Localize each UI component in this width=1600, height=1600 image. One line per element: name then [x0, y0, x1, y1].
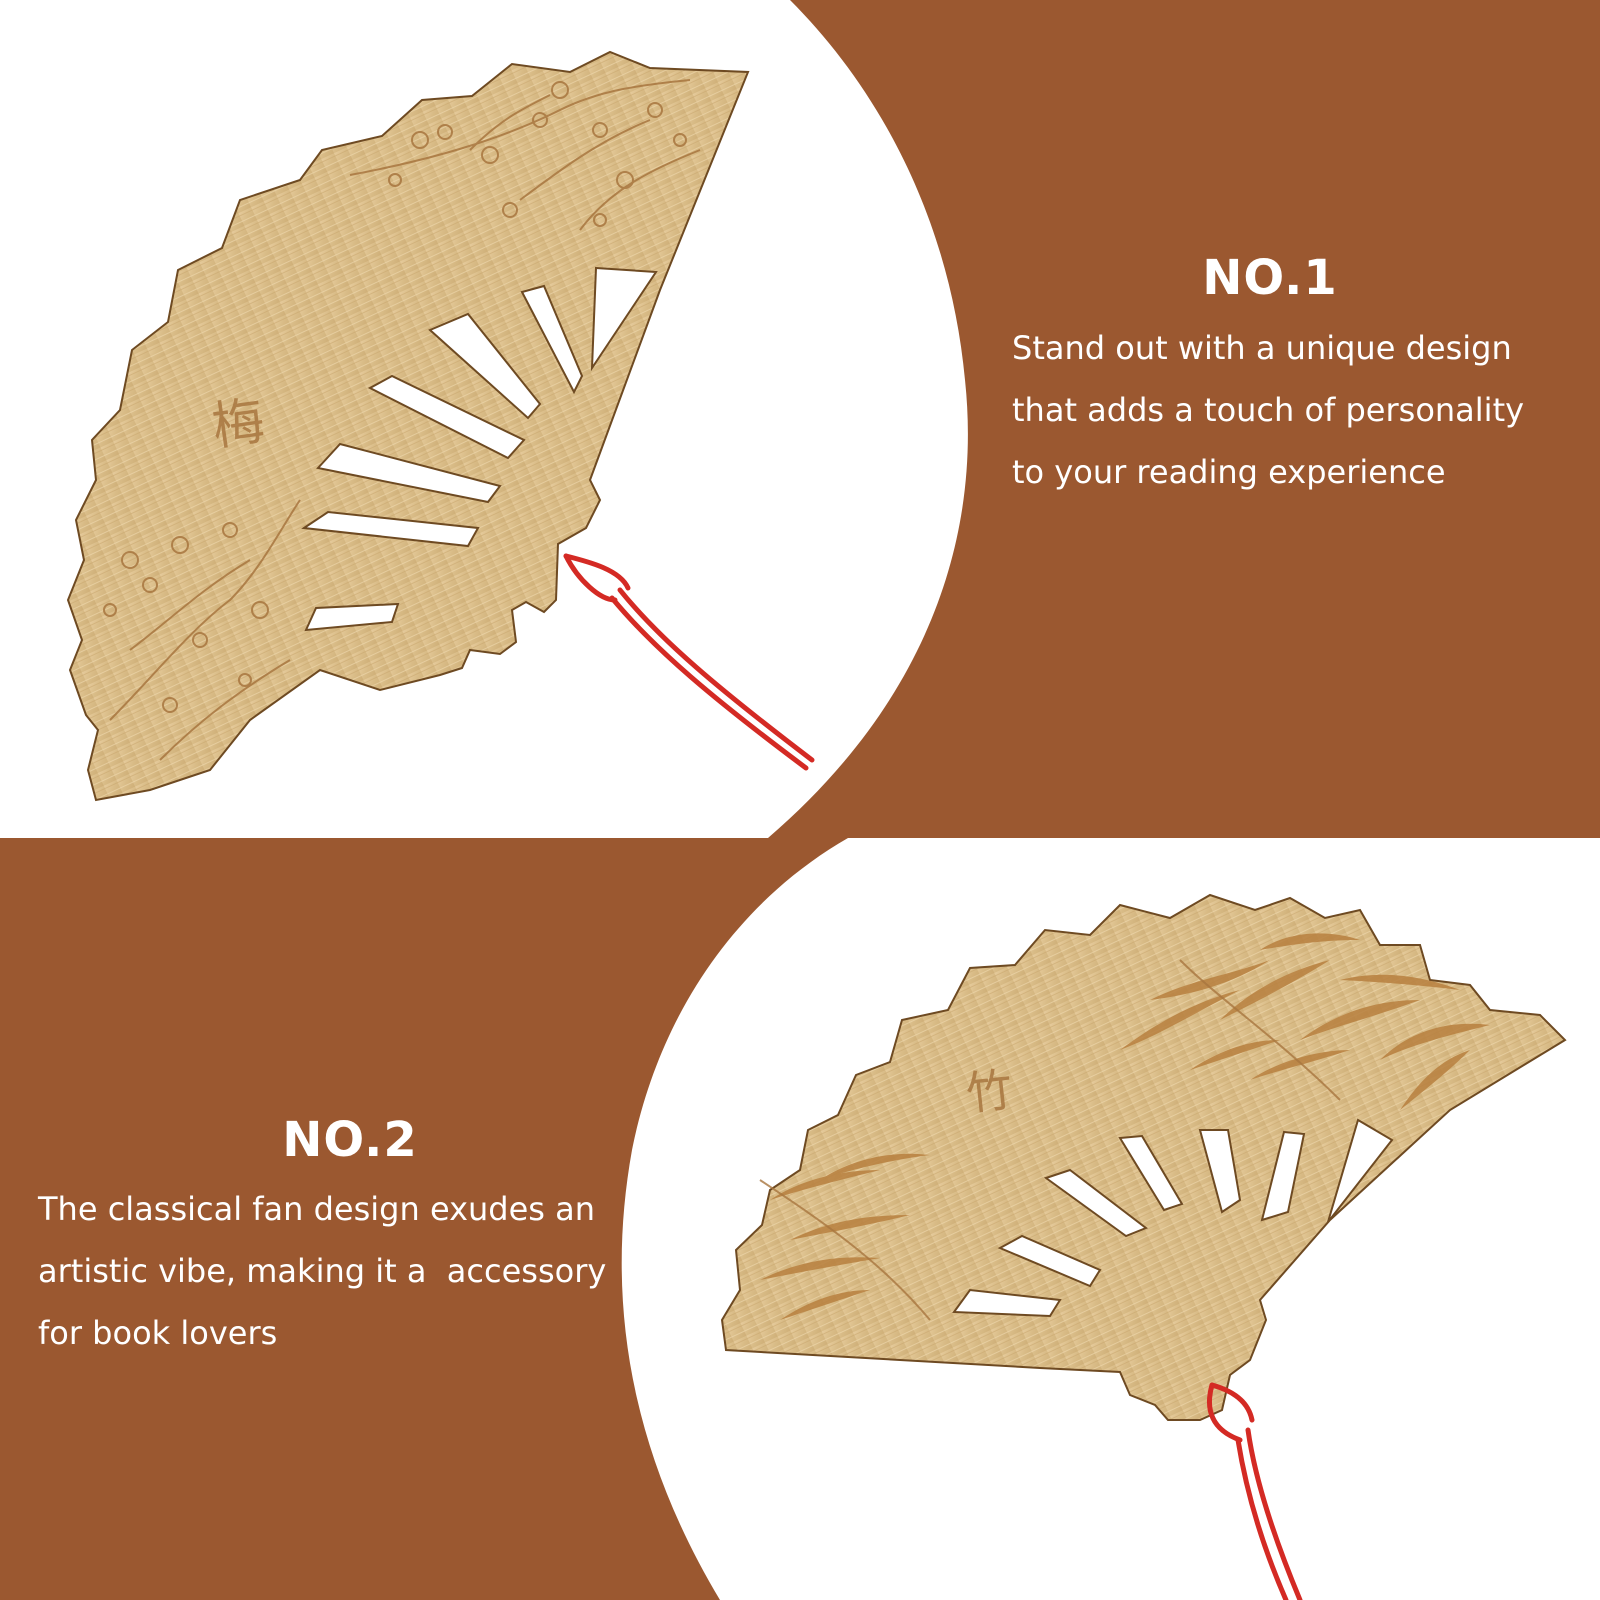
red-cord [563, 553, 815, 771]
section2-heading: NO.2 [282, 1112, 418, 1168]
section2-line-1: The classical fan design exudes an [38, 1190, 596, 1228]
red-cord [1206, 1382, 1303, 1600]
section1-description: Stand out with a unique design that adds… [1012, 317, 1582, 503]
plum-blossom-engraving-lower [103, 499, 301, 761]
section1-line-1: Stand out with a unique design [1012, 329, 1512, 367]
bamboo-leaf-engraving [760, 933, 1490, 1320]
section1-line-2: that adds a touch of personality [1012, 391, 1525, 429]
section1-line-3: to your reading experience [1012, 453, 1446, 491]
fan-bookmark-plum: 梅 [66, 50, 815, 802]
fan-bookmark-bamboo: 竹 [720, 893, 1567, 1600]
engraved-character: 梅 [208, 391, 268, 458]
section2-line-3: for book lovers [38, 1314, 278, 1352]
brown-panel-bottom-left [0, 838, 848, 1600]
section2-description: The classical fan design exudes an artis… [38, 1178, 638, 1364]
fan-cutouts [301, 266, 658, 632]
brown-panel-top-right [768, 0, 1600, 838]
plum-blossom-engraving [349, 79, 701, 231]
section1-heading: NO.1 [1202, 250, 1338, 306]
section2-line-2: artistic vibe, making it a accessory [38, 1252, 607, 1290]
bamboo-stem-engraving [759, 959, 1341, 1321]
fan-cutouts [952, 1118, 1394, 1318]
fan-body [66, 50, 750, 802]
engraved-character: 竹 [964, 1062, 1015, 1121]
